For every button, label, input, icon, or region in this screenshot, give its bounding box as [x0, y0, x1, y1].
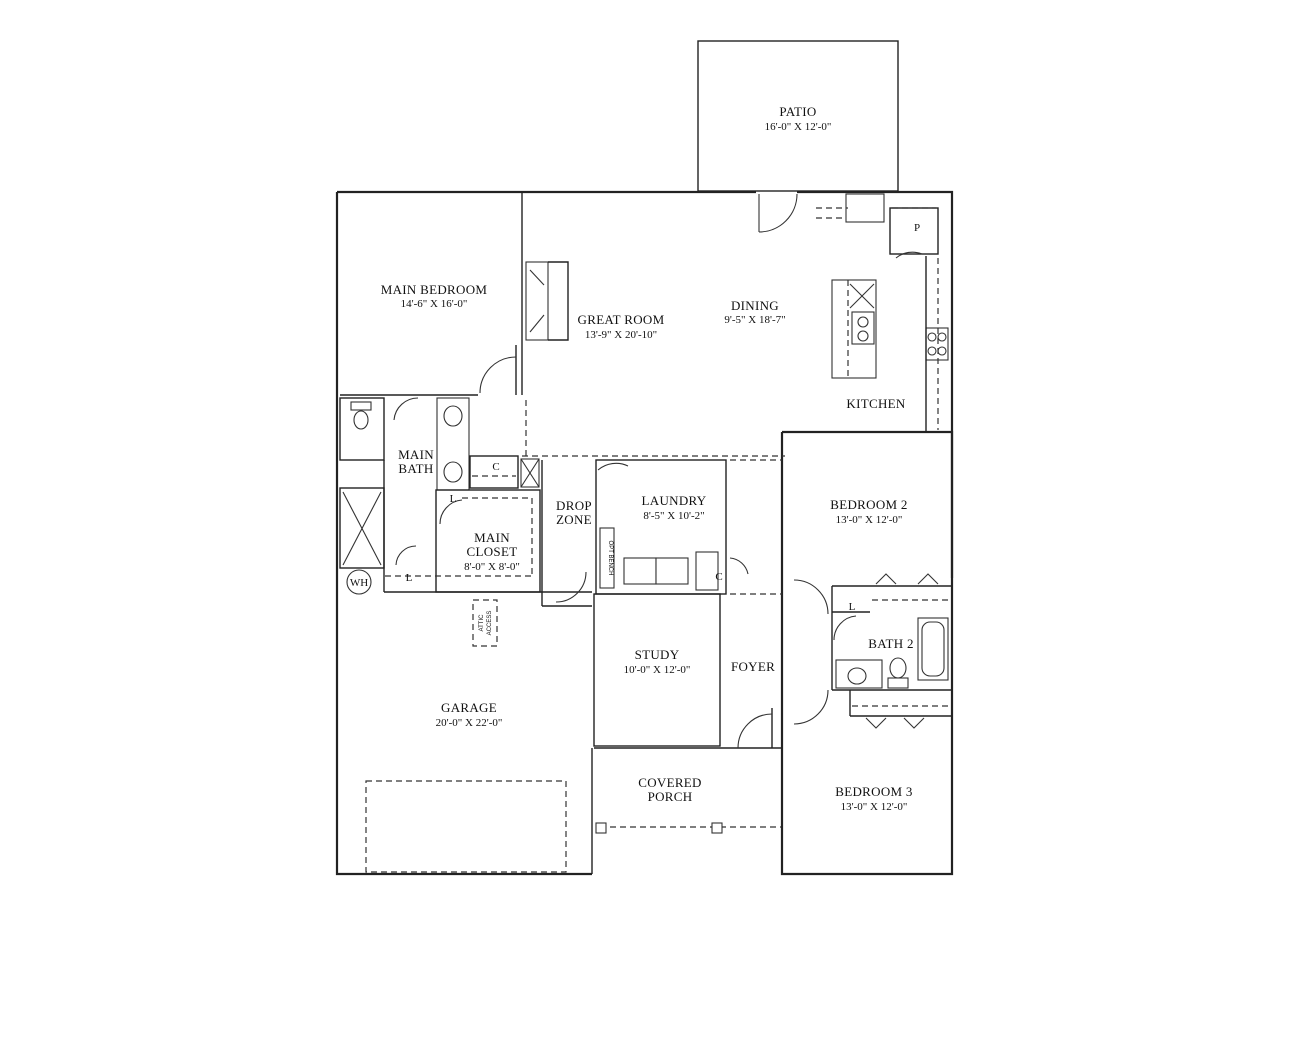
drop-zone-label-1: DROP: [556, 498, 592, 513]
main-bedroom-dims: 14'-6" X 16'-0": [401, 298, 468, 310]
bedroom3-label: BEDROOM 3: [835, 784, 912, 799]
great-room-dims: 13'-9" X 20'-10": [585, 329, 657, 341]
main-bedroom-label: MAIN BEDROOM: [381, 282, 488, 297]
drop-zone-label-2: ZONE: [556, 512, 592, 527]
small-labels: P C C L L L WH OPT BENCH ATTIC ACCESS: [350, 222, 920, 647]
doors: [393, 193, 939, 749]
dining-dims: 9'-5" X 18'-7": [724, 314, 785, 326]
closet-label-laundry: C: [715, 571, 722, 583]
dining-label: DINING: [731, 298, 779, 313]
laundry-label: LAUNDRY: [642, 493, 707, 508]
linen-label-closet: L: [450, 493, 457, 505]
interior-walls: [339, 192, 952, 749]
bedroom3-dims: 13'-0" X 12'-0": [841, 801, 908, 813]
main-closet-dims: 8'-0" X 8'-0": [464, 561, 520, 573]
great-room-label: GREAT ROOM: [578, 312, 665, 327]
covered-porch-label-2: PORCH: [648, 789, 693, 804]
garage-dims: 20'-0" X 22'-0": [436, 717, 503, 729]
opt-bench-label: OPT BENCH: [607, 541, 613, 576]
linen-label-bath2: L: [849, 601, 856, 613]
foyer-label: FOYER: [731, 659, 775, 674]
garage-label: GARAGE: [441, 700, 497, 715]
bedroom2-dims: 13'-0" X 12'-0": [836, 514, 903, 526]
main-bath-label-1: MAIN: [398, 447, 434, 462]
room-labels: PATIO 16'-0" X 12'-0" MAIN BEDROOM 14'-6…: [381, 104, 914, 813]
main-closet-label-2: CLOSET: [467, 544, 518, 559]
bath2-label: BATH 2: [868, 636, 914, 651]
pantry-label: P: [914, 222, 920, 234]
patio-dims: 16'-0" X 12'-0": [765, 121, 832, 133]
exterior-walls: [335, 40, 954, 876]
study-dims: 10'-0" X 12'-0": [624, 664, 691, 676]
main-closet-label-1: MAIN: [474, 530, 510, 545]
attic-access-label-1: ATTIC: [479, 614, 485, 632]
bedroom2-label: BEDROOM 2: [830, 497, 907, 512]
laundry-dims: 8'-5" X 10'-2": [643, 510, 704, 522]
study-label: STUDY: [635, 647, 680, 662]
attic-access-label-2: ACCESS: [487, 611, 493, 636]
kitchen-label: KITCHEN: [846, 396, 905, 411]
covered-porch-label-1: COVERED: [638, 775, 702, 790]
water-heater-label: WH: [350, 577, 368, 589]
linen-label-bath: L: [406, 572, 413, 584]
main-bath-label-2: BATH: [398, 461, 433, 476]
patio-label: PATIO: [779, 104, 816, 119]
closet-label-main: C: [492, 461, 499, 473]
